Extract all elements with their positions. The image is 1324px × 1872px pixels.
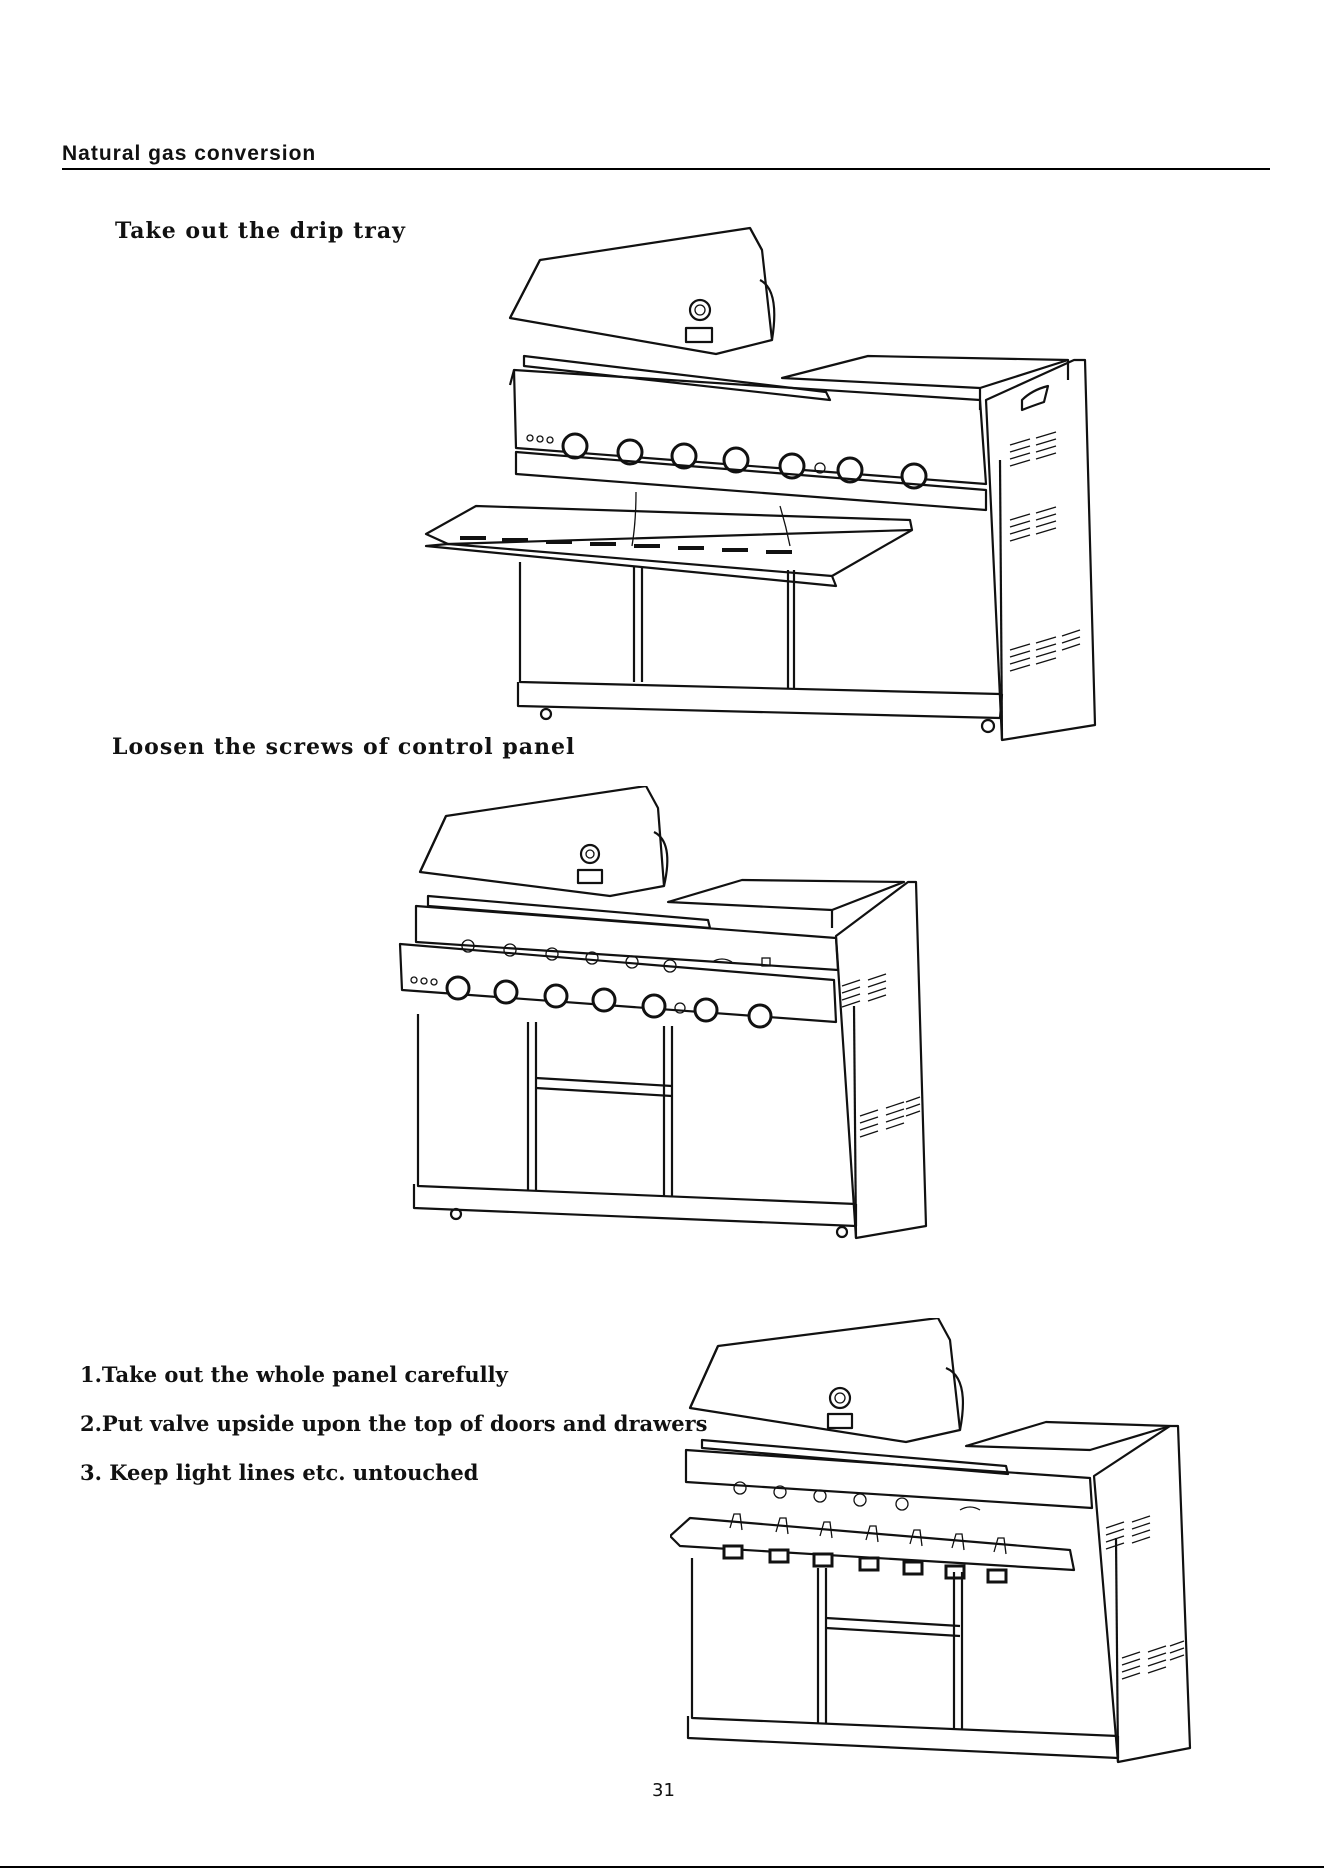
- figure-drip-tray-out: [420, 220, 1100, 745]
- figure-control-panel-screws: [396, 786, 936, 1246]
- step-3-list: 1.Take out the whole panel carefully 2.P…: [80, 1362, 707, 1509]
- step-1-label: Take out the drip tray: [115, 218, 406, 244]
- figure-panel-removed: [670, 1318, 1200, 1778]
- list-item: 3. Keep light lines etc. untouched: [80, 1460, 707, 1509]
- step-2-label: Loosen the screws of control panel: [112, 734, 575, 760]
- list-item: 2.Put valve upside upon the top of doors…: [80, 1411, 707, 1460]
- bottom-divider: [0, 1866, 1324, 1868]
- section-title: Natural gas conversion: [62, 142, 316, 166]
- list-item: 1.Take out the whole panel carefully: [80, 1362, 707, 1411]
- header-divider: [62, 168, 1270, 170]
- page-number: 31: [652, 1780, 675, 1801]
